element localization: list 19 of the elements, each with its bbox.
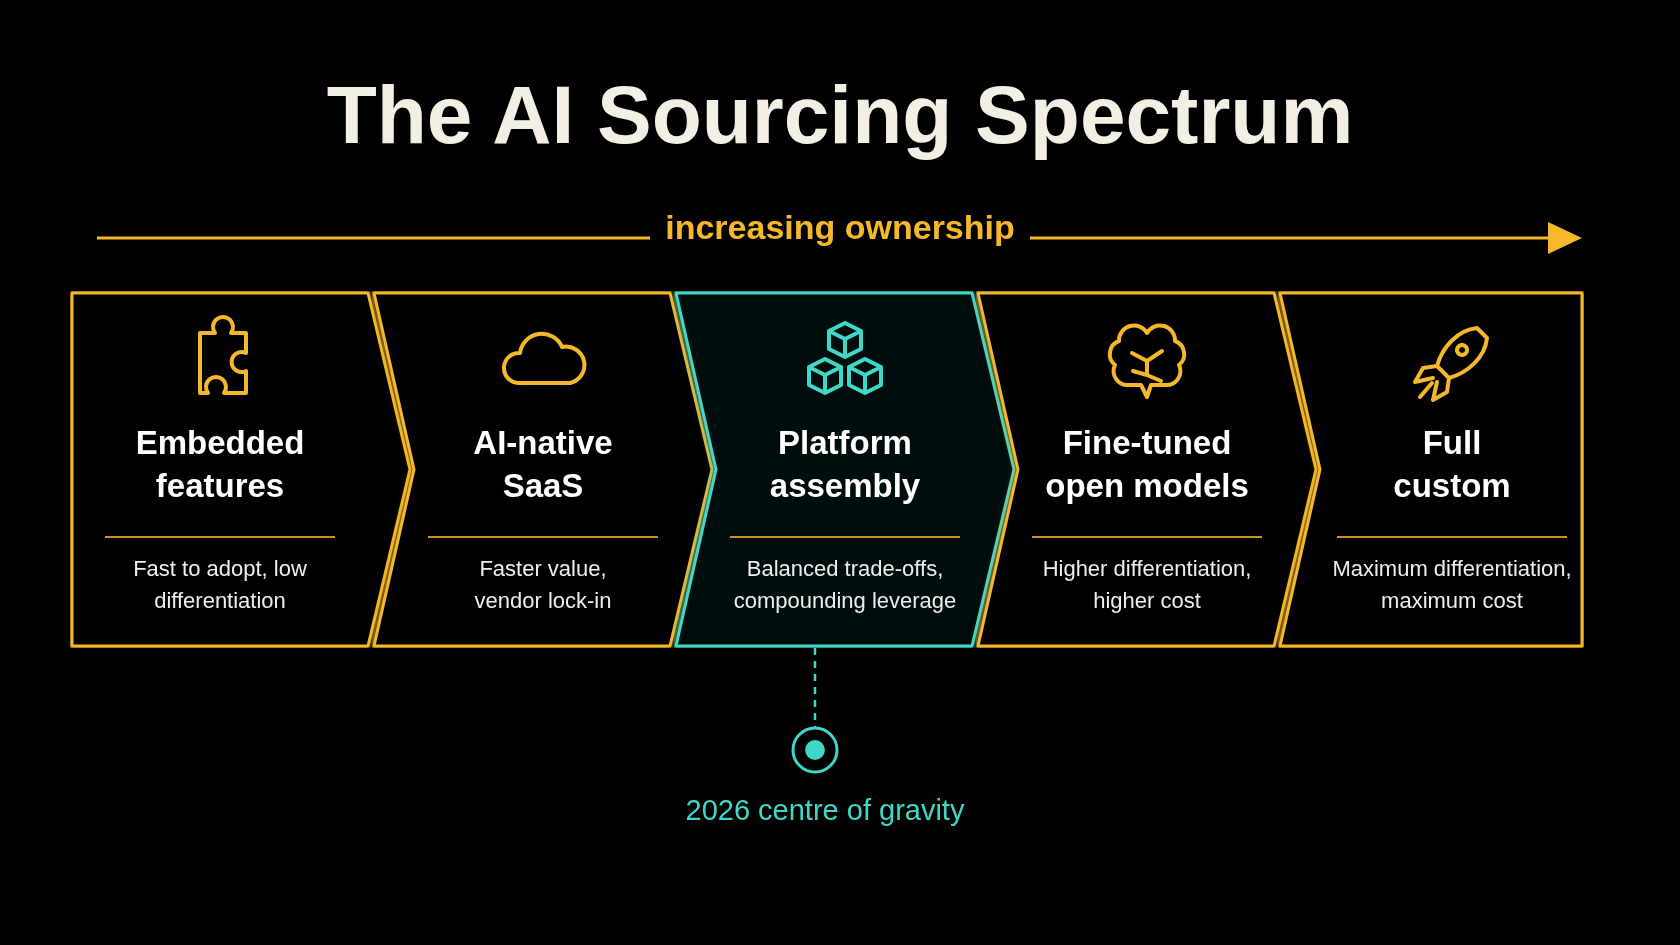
chevron-step — [372, 291, 714, 648]
marker-caption: 2026 centre of gravity — [684, 794, 966, 827]
step-description: Faster value, vendor lock-in — [473, 555, 613, 615]
step-title: Fine-tuned open models — [1044, 423, 1250, 506]
chevron-step — [976, 291, 1318, 648]
step-description: Fast to adopt, low differentiation — [132, 555, 308, 615]
step-description: Higher differentiation, higher cost — [1041, 555, 1253, 615]
chevron-step — [70, 291, 412, 648]
chevron-step — [1278, 291, 1584, 648]
step-title: AI-native SaaS — [472, 423, 614, 506]
target-marker — [790, 725, 840, 775]
step-description: Balanced trade-offs, compounding leverage — [732, 555, 958, 615]
chevron-step — [674, 291, 1016, 648]
connector-line — [813, 648, 817, 728]
step-title: Full custom — [1392, 423, 1512, 506]
step-title: Embedded features — [134, 423, 306, 506]
title: The AI Sourcing Spectrum — [325, 68, 1355, 162]
step-description: Maximum differentiation, maximum cost — [1331, 555, 1573, 615]
step-title: Platform assembly — [768, 423, 922, 506]
